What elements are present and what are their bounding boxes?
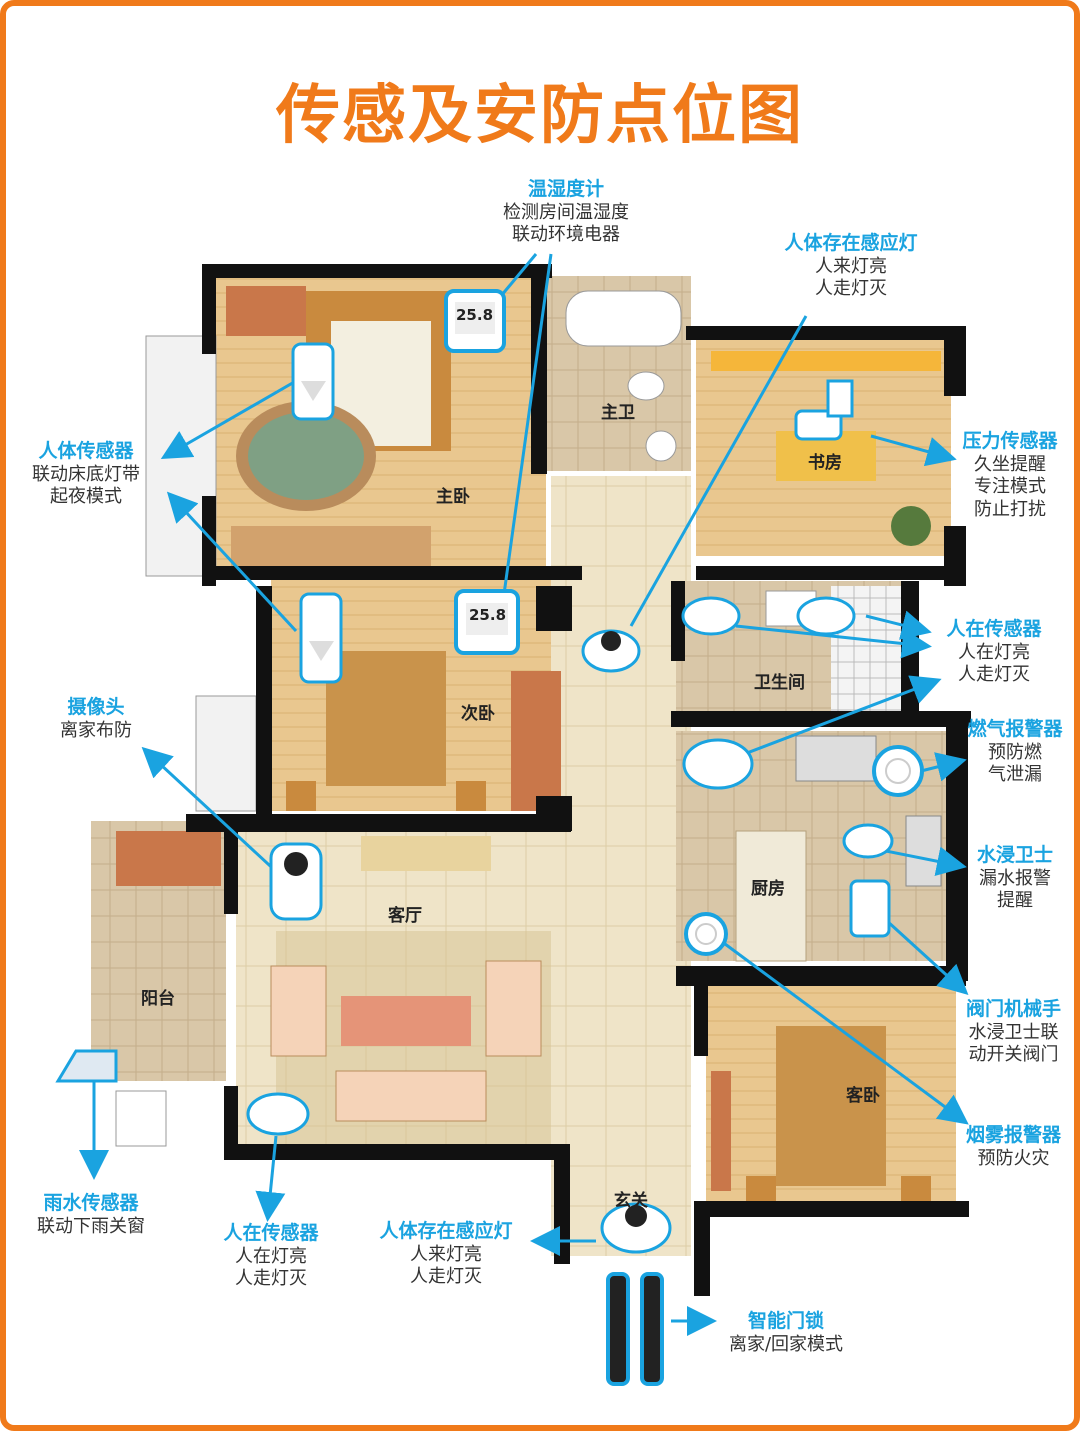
room-master-bath: 主卫 <box>601 403 635 423</box>
device-icons <box>55 289 924 1386</box>
label-pressure-sensor: 压力传感器 久坐提醒 专注模式 防止打扰 <box>962 430 1058 520</box>
thermometer-icon <box>444 289 506 353</box>
room-study: 书房 <box>808 453 842 473</box>
label-presence-light-bottom: 人体存在感应灯 人来灯亮 人走灯灭 <box>379 1220 513 1288</box>
room-second-bed: 次卧 <box>461 704 495 724</box>
label-thermometer: 温湿度计 检测房间温湿度 联动环境电器 <box>503 178 629 246</box>
smart-lock-icon <box>606 1272 664 1386</box>
valve-robot-icon <box>849 879 891 938</box>
label-rain-sensor: 雨水传感器 联动下雨关窗 <box>37 1192 145 1237</box>
room-guest-bed: 客卧 <box>846 1086 880 1106</box>
room-master-bed: 主卧 <box>436 487 470 507</box>
motion-sensor-icon <box>299 592 343 684</box>
room-balcony: 阳台 <box>141 989 175 1009</box>
label-water-sensor: 水浸卫士 漏水报警 提醒 <box>976 844 1053 912</box>
presence-light-icon <box>581 629 641 673</box>
label-presence-bottom: 人在传感器 人在灯亮 人走灯灭 <box>223 1222 319 1290</box>
smoke-alarm-icon <box>684 912 728 956</box>
presence-sensor-icon <box>796 596 856 636</box>
rain-sensor-icon <box>55 1049 118 1083</box>
presence-light-icon <box>600 1202 672 1254</box>
label-camera: 摄像头 离家布防 <box>60 696 132 741</box>
label-valve-robot: 阀门机械手 水浸卫士联 动开关阀门 <box>965 998 1061 1066</box>
camera-icon <box>269 842 323 921</box>
floor-plan <box>55 253 971 1386</box>
presence-sensor-icon <box>246 1092 310 1136</box>
label-presence-light-top: 人体存在感应灯 人来灯亮 人走灯灭 <box>784 232 918 300</box>
room-entrance: 玄关 <box>614 1191 648 1211</box>
presence-sensor-icon <box>682 738 754 790</box>
label-smoke-alarm: 烟雾报警器 预防火灾 <box>965 1124 1061 1169</box>
room-bathroom: 卫生间 <box>754 673 805 693</box>
water-sensor-icon <box>842 823 894 859</box>
presence-sensor-icon <box>681 596 741 636</box>
thermometer-reading: 25.8 <box>469 606 507 624</box>
motion-sensor-icon <box>291 342 335 421</box>
furniture <box>115 286 942 1204</box>
room-kitchen: 厨房 <box>751 879 785 899</box>
label-body-sensor: 人体传感器 联动床底灯带 起夜模式 <box>32 440 140 508</box>
connector-lines <box>79 253 969 1336</box>
label-smart-lock: 智能门锁 离家/回家模式 <box>728 1310 844 1355</box>
gas-alarm-icon <box>872 745 924 797</box>
room-living: 客厅 <box>388 906 422 926</box>
label-presence-right: 人在传感器 人在灯亮 人走灯灭 <box>946 618 1042 686</box>
thermometer-reading: 25.8 <box>456 306 494 324</box>
label-gas-alarm: 燃气报警器 预防燃 气泄漏 <box>967 718 1063 786</box>
thermometer-icon <box>454 589 520 655</box>
page-title: 传感及安防点位图 <box>276 79 804 153</box>
pressure-sensor-icon <box>794 379 854 441</box>
